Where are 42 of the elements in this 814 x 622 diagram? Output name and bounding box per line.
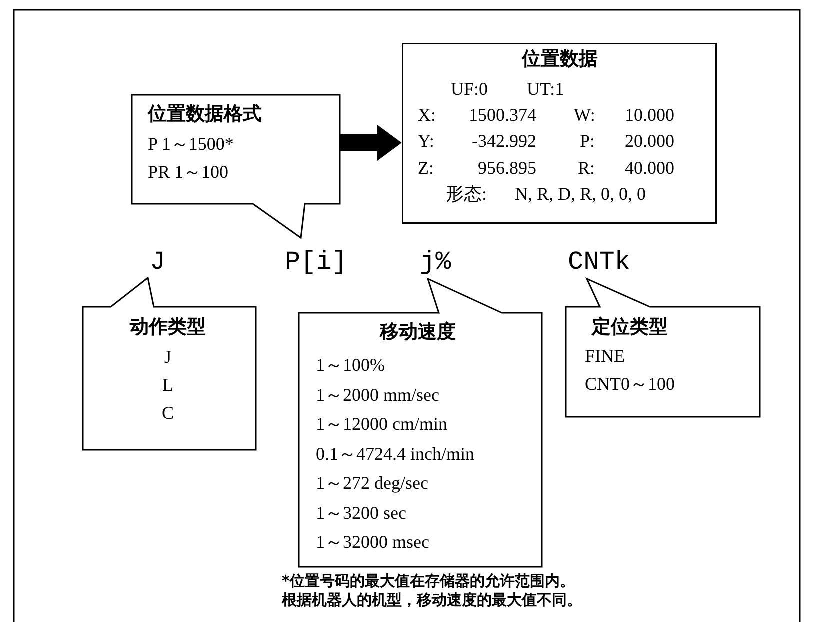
data-value: 956.895 bbox=[478, 157, 536, 179]
callout-text: 0.1～4724.4 inch/min bbox=[316, 443, 474, 465]
instruction-token: J bbox=[150, 247, 166, 277]
instruction-token: j% bbox=[420, 247, 452, 277]
data-value: 1500.374 bbox=[469, 104, 536, 126]
footnote: *位置号码的最大值在存储器的允许范围内。 bbox=[282, 572, 575, 590]
callout-text: CNT0～100 bbox=[585, 373, 675, 395]
data-value: UF:0 bbox=[451, 78, 488, 100]
data-value: 40.000 bbox=[625, 157, 674, 179]
data-value: Z: bbox=[418, 157, 434, 179]
data-value: X: bbox=[418, 104, 436, 126]
data-value: P: bbox=[580, 130, 596, 152]
callout-text: 1～12000 cm/min bbox=[316, 413, 448, 435]
callout-text: L bbox=[162, 374, 174, 396]
callout-heading: 定位类型 bbox=[592, 317, 668, 339]
callout-text: P 1～1500* bbox=[148, 133, 234, 155]
callout-heading: 动作类型 bbox=[130, 317, 206, 339]
instruction-token: CNTk bbox=[568, 247, 630, 277]
callout-text: 1～3200 sec bbox=[316, 502, 406, 524]
callout-heading: 位置数据 bbox=[522, 49, 598, 71]
arrow bbox=[340, 125, 402, 161]
data-value: W: bbox=[574, 104, 596, 126]
callout-text: FINE bbox=[585, 345, 625, 367]
data-value: R: bbox=[578, 157, 596, 179]
footnote: 根据机器人的机型，移动速度的最大值不同。 bbox=[282, 591, 582, 609]
callout-heading: 位置数据格式 bbox=[148, 104, 262, 126]
callout-text: PR 1～100 bbox=[148, 161, 229, 183]
instruction-token: P[i] bbox=[285, 247, 348, 277]
data-value: 10.000 bbox=[625, 104, 674, 126]
data-value: 20.000 bbox=[625, 130, 674, 152]
callout-text: 1～32000 msec bbox=[316, 531, 430, 553]
callout-text: C bbox=[162, 402, 174, 424]
data-value: UT:1 bbox=[527, 78, 564, 100]
callout-text: 1～2000 mm/sec bbox=[316, 384, 440, 406]
data-value: 形态: bbox=[446, 183, 488, 205]
data-value: N, R, D, R, 0, 0, 0 bbox=[515, 183, 646, 205]
callout-heading: 移动速度 bbox=[380, 322, 456, 344]
callout-text: J bbox=[164, 346, 172, 368]
data-value: Y: bbox=[418, 130, 434, 152]
data-value: -342.992 bbox=[472, 130, 536, 152]
callout-text: 1～272 deg/sec bbox=[316, 472, 428, 494]
callout-text: 1～100% bbox=[316, 354, 385, 376]
